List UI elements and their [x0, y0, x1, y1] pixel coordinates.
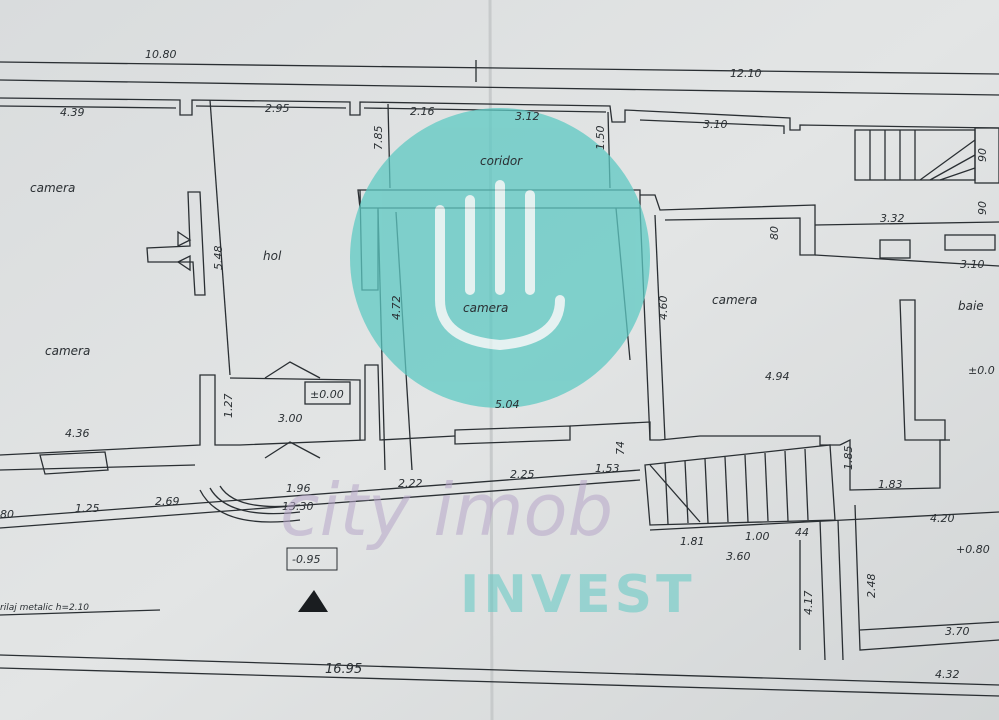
room-label-hol: hol: [263, 249, 282, 263]
watermark-word: INVEST: [460, 565, 696, 625]
dim-44: 44: [795, 526, 809, 539]
dim-3-60: 3.60: [726, 550, 751, 563]
dim-1-27: 1.27: [222, 394, 235, 419]
dim-2-22: 2.22: [398, 477, 423, 490]
note-railing: rilaj metalic h=2.10: [0, 603, 89, 613]
watermark-logo: [350, 108, 650, 408]
dim-90-b: 90: [976, 201, 989, 215]
room-label-camera-right: camera: [712, 293, 757, 307]
exterior-level-box: [286, 547, 338, 571]
dim-3-00: 3.00: [278, 412, 303, 425]
dim-2-48: 2.48: [865, 574, 878, 599]
dim-3-32: 3.32: [880, 212, 905, 225]
dim-16-95: 16.95: [325, 662, 362, 677]
level-exterior: -0.95: [292, 553, 320, 566]
dim-1-50: 1.50: [594, 126, 607, 151]
dim-3-10-top: 3.10: [703, 118, 728, 131]
room-label-baie: baie: [958, 299, 984, 313]
dim-7-85: 7.85: [372, 126, 385, 151]
dim-3-70: 3.70: [945, 625, 970, 638]
dim-1-00: 1.00: [745, 530, 770, 543]
dim-1-83: 1.83: [878, 478, 903, 491]
dim-1-25: 1.25: [75, 502, 100, 515]
dim-10-80: 10.80: [145, 48, 177, 61]
plan-lines: [0, 60, 999, 697]
dim-4-72: 4.72: [390, 296, 403, 321]
dim-80: 80: [768, 226, 781, 240]
dim-1-81: 1.81: [680, 535, 705, 548]
dim-2-69: 2.69: [155, 495, 180, 508]
dim-2-95: 2.95: [265, 102, 290, 115]
dim-13-30: 13.30: [282, 500, 314, 513]
dim-90-a: 90: [976, 148, 989, 162]
dim-5-48: 5.48: [212, 246, 225, 271]
dim-74: 74: [614, 441, 627, 455]
level-right: ±0.0: [968, 364, 995, 377]
dim-80-left: 80: [0, 508, 14, 521]
room-label-coridor: coridor: [480, 154, 523, 168]
dim-4-20: 4.20: [930, 512, 955, 525]
level-right-lower: +0.80: [956, 543, 990, 556]
dim-4-17: 4.17: [802, 591, 815, 616]
dim-4-94: 4.94: [765, 370, 790, 383]
dim-5-04: 5.04: [495, 398, 520, 411]
level-hol: ±0.00: [310, 388, 344, 401]
dim-2-25: 2.25: [510, 468, 535, 481]
room-label-camera-left: camera: [45, 344, 90, 358]
dim-1-96: 1.96: [286, 482, 311, 495]
dim-4-39: 4.39: [60, 106, 85, 119]
room-label-camera-center: camera: [463, 301, 508, 315]
dim-2-16: 2.16: [410, 105, 435, 118]
dim-3-12: 3.12: [515, 110, 540, 123]
north-marker-icon: [298, 590, 328, 612]
dim-1-53: 1.53: [595, 462, 620, 475]
dim-4-36: 4.36: [65, 427, 90, 440]
dim-4-60: 4.60: [657, 296, 670, 321]
dim-12-10: 12.10: [730, 67, 762, 80]
dim-4-32: 4.32: [935, 668, 960, 681]
watermark-script: city imob: [280, 468, 613, 552]
room-label-camera-top-left: camera: [30, 181, 75, 195]
dim-1-85: 1.85: [842, 446, 855, 471]
dim-3-10-right: 3.10: [960, 258, 985, 271]
